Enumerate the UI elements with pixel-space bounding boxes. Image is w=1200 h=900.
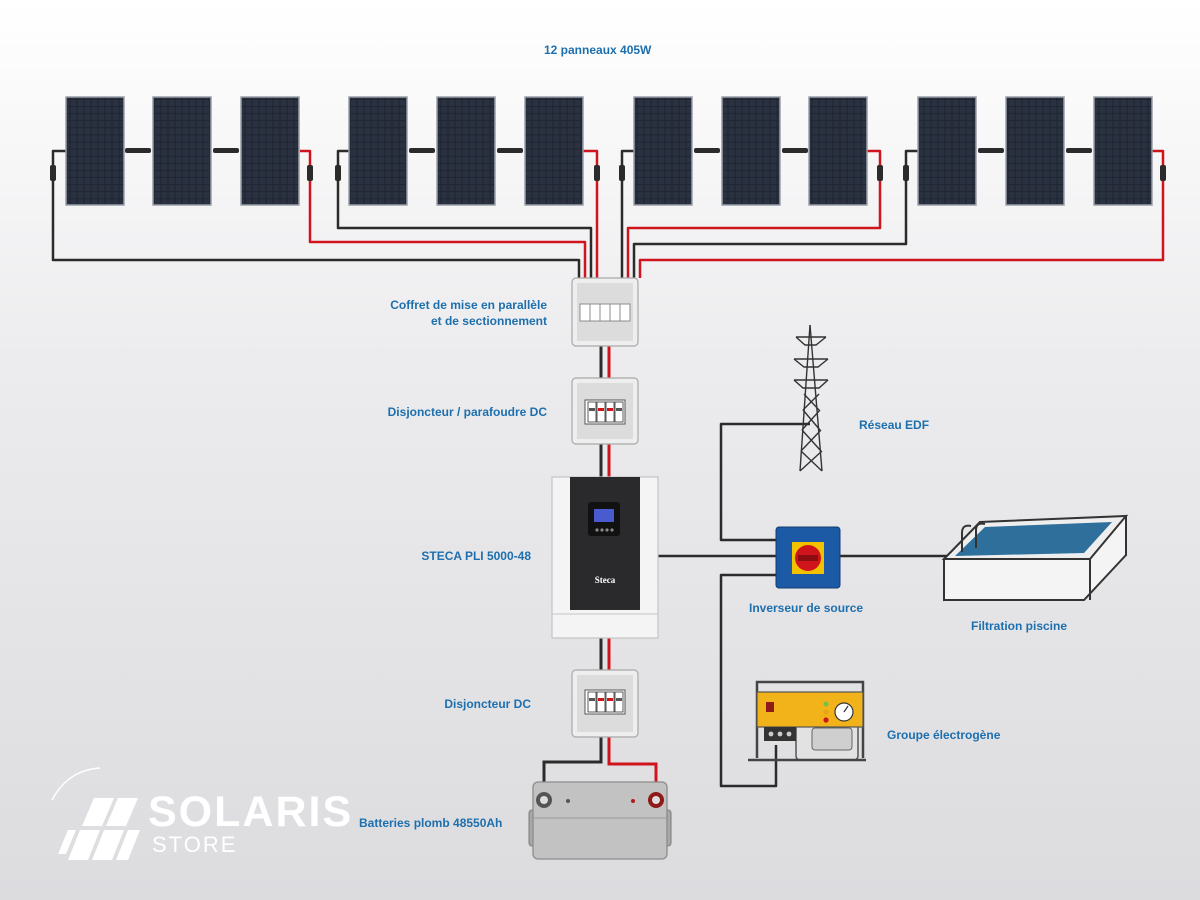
grid-label: Réseau EDF xyxy=(859,418,930,432)
solar-panel-icon xyxy=(240,96,300,206)
inverter-label: STECA PLI 5000-48 xyxy=(421,549,531,563)
solar-panel-icon xyxy=(1093,96,1153,206)
source-switch-box xyxy=(775,526,841,589)
inverter-unit: Steca xyxy=(551,476,659,639)
brand-logo: SOLARIS STORE xyxy=(48,768,351,863)
dc-breaker-surge-box xyxy=(571,377,639,445)
panels-label: 12 panneaux 405W xyxy=(544,43,652,57)
logo-name: SOLARIS xyxy=(148,788,354,836)
ac-wiring xyxy=(658,422,960,788)
solar-panel-icon xyxy=(808,96,868,206)
panel-connectors xyxy=(50,148,1166,181)
dc-breaker-surge-label: Disjoncteur / parafoudre DC xyxy=(387,405,547,419)
solar-panel-icon xyxy=(721,96,781,206)
dc-wiring xyxy=(542,346,658,797)
dc-breaker-label: Disjoncteur DC xyxy=(444,697,531,711)
solar-panel-icon xyxy=(436,96,496,206)
solar-panel-icon xyxy=(152,96,212,206)
pylon-icon xyxy=(793,324,829,472)
solar-panel-icon xyxy=(65,96,125,206)
solar-panels xyxy=(65,96,1153,206)
combiner-box xyxy=(571,277,639,347)
dc-breaker-box xyxy=(571,669,639,738)
combiner-label: Coffret de mise en parallèle et de secti… xyxy=(370,297,547,329)
solar-panel-icon xyxy=(1005,96,1065,206)
pool-filtration-label: Filtration piscine xyxy=(971,619,1068,633)
inverter-brand-text: Steca xyxy=(595,575,616,585)
combiner-label-line1: Coffret de mise en parallèle xyxy=(390,298,547,312)
batteries-label: Batteries plomb 48550Ah xyxy=(359,816,503,830)
generator-label: Groupe électrogène xyxy=(887,728,1001,742)
solar-panel-icon xyxy=(348,96,408,206)
logo-panel-icon xyxy=(51,767,140,860)
generator-icon xyxy=(748,680,866,762)
source-switch-label: Inverseur de source xyxy=(749,601,864,615)
solar-panel-icon xyxy=(524,96,584,206)
logo-sub: STORE xyxy=(152,832,238,857)
solar-panel-icon xyxy=(633,96,693,206)
panel-wiring xyxy=(51,149,1165,278)
solar-panel-icon xyxy=(917,96,977,206)
pool-icon xyxy=(941,514,1129,602)
battery-icon xyxy=(528,781,672,860)
combiner-label-line2: et de sectionnement xyxy=(430,314,547,328)
